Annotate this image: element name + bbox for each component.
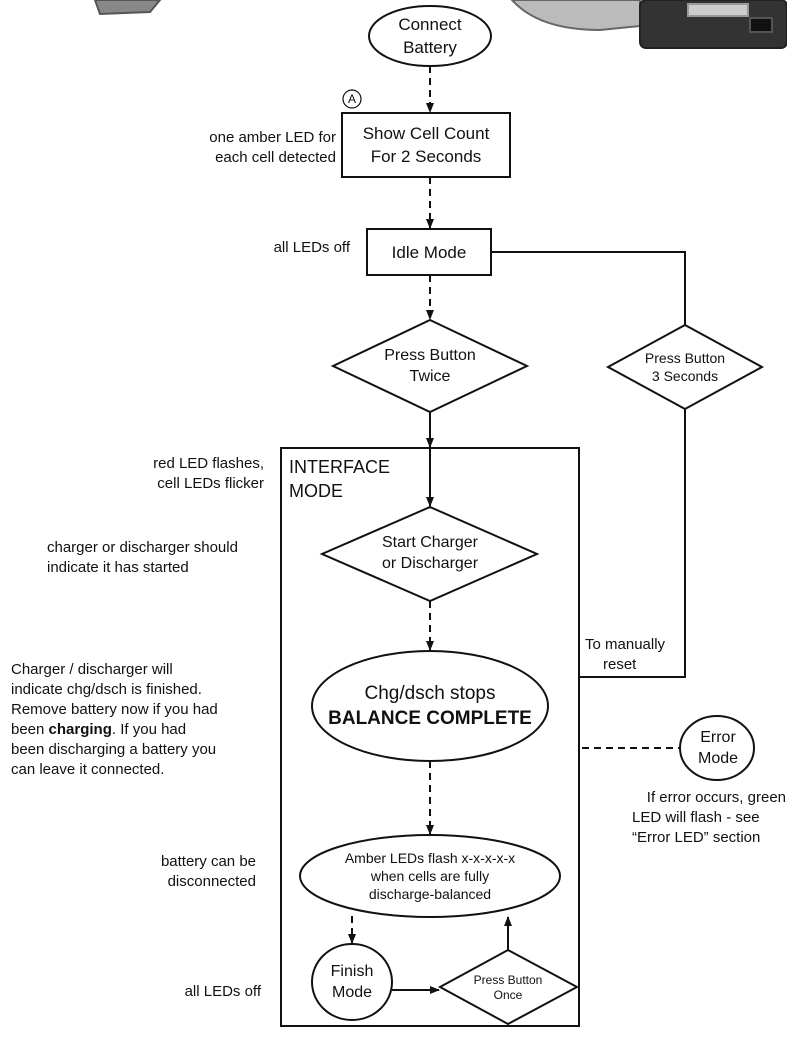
interface-mode-line-2: MODE bbox=[289, 481, 343, 501]
amber-flash-text: Amber LEDs flash x-x-x-x-x when cells ar… bbox=[310, 845, 550, 907]
note-error-info: If error occurs, green LED will flash - … bbox=[618, 788, 786, 848]
3s-to-reset-line bbox=[580, 409, 686, 678]
press-once-line-1: Press Button bbox=[473, 973, 543, 987]
note-amber-led: one amber LED for each cell detected bbox=[150, 128, 336, 168]
note-finished: Charger / discharger will indicate chg/d… bbox=[11, 660, 281, 780]
note-charger-started: charger or discharger should indicate it… bbox=[47, 538, 287, 578]
note-finished-line-2: indicate chg/dsch is finished. bbox=[11, 681, 202, 698]
show-cell-line-2: For 2 Seconds bbox=[370, 147, 482, 166]
idle-to-3s-line bbox=[491, 251, 686, 325]
amber-flash-line-2: when cells are fully bbox=[370, 868, 490, 884]
error-mode-text: Error Mode bbox=[682, 726, 754, 770]
marker-a-label: A bbox=[347, 91, 356, 106]
note-finished-line-4-pre: been bbox=[11, 721, 49, 738]
error-mode-line-2: Mode bbox=[697, 750, 739, 767]
finish-mode-line-2: Mode bbox=[331, 984, 373, 1001]
press-3s-text: Press Button 3 Seconds bbox=[620, 345, 750, 389]
note-started-line-1: charger or discharger should bbox=[47, 539, 238, 556]
note-error-line-3: “Error LED” section bbox=[632, 829, 761, 846]
press-twice-text: Press Button Twice bbox=[350, 336, 510, 396]
press-once-node bbox=[437, 948, 580, 1026]
press-twice-line-1: Press Button bbox=[384, 347, 476, 364]
press-3s-line-2: 3 Seconds bbox=[651, 368, 719, 384]
chg-stops-label: Chg/dsch stops bbox=[364, 683, 496, 704]
note-finished-line-1: Charger / discharger will bbox=[11, 661, 173, 678]
note-error-line-1: If error occurs, green bbox=[646, 789, 786, 806]
balance-complete-label: BALANCE COMPLETE bbox=[328, 708, 532, 729]
connect-line-2: Battery bbox=[403, 38, 457, 57]
note-red-line-2: cell LEDs flicker bbox=[157, 475, 264, 492]
amber-flash-line-3: discharge-balanced bbox=[368, 886, 492, 902]
idle-mode-text: Idle Mode bbox=[391, 242, 467, 262]
interface-mode-frame bbox=[280, 447, 580, 1027]
interface-mode-title: INTERFACE MODE bbox=[289, 455, 390, 503]
note-all-off-1: all LEDs off bbox=[273, 239, 350, 256]
press-twice-line-2: Twice bbox=[409, 368, 451, 385]
note-can-disconnect: battery can be disconnected bbox=[120, 852, 256, 892]
note-all-off-2: all LEDs off bbox=[184, 983, 261, 1000]
show-cell-count-node bbox=[341, 112, 511, 178]
note-finished-line-6: can leave it connected. bbox=[11, 761, 165, 778]
connect-battery-text: Connect Battery bbox=[370, 6, 490, 66]
note-amber-line-1: one amber LED for bbox=[209, 129, 336, 146]
error-mode-line-1: Error bbox=[700, 729, 736, 746]
device-image-left bbox=[93, 0, 162, 16]
note-finished-line-4: been charging. If you had bbox=[11, 720, 281, 740]
show-cell-line-1: Show Cell Count bbox=[362, 124, 490, 143]
note-error-line-2: LED will flash - see bbox=[632, 809, 760, 826]
start-charger-line-1: Start Charger bbox=[381, 534, 479, 551]
note-finished-line-5: been discharging a battery you bbox=[11, 741, 217, 758]
press-once-text: Press Button Once bbox=[460, 972, 556, 1004]
finish-mode-line-1: Finish bbox=[330, 963, 374, 980]
note-disconnect-line-1: battery can be bbox=[160, 853, 256, 870]
note-disconnect-line-2: disconnected bbox=[167, 873, 256, 890]
press-once-line-2: Once bbox=[493, 988, 523, 1002]
start-charger-line-2: or Discharger bbox=[381, 555, 479, 572]
interface-mode-line-1: INTERFACE bbox=[289, 457, 391, 477]
finish-mode-text: Finish Mode bbox=[314, 958, 390, 1006]
note-manual-reset: To manually reset bbox=[585, 635, 685, 675]
device-image-right bbox=[510, 0, 787, 49]
start-charger-text: Start Charger or Discharger bbox=[340, 528, 520, 578]
press-3s-line-1: Press Button bbox=[644, 350, 726, 366]
show-cell-count-text: Show Cell Count For 2 Seconds bbox=[342, 113, 510, 177]
finish-mode-node bbox=[311, 943, 393, 1021]
note-started-line-2: indicate it has started bbox=[47, 559, 189, 576]
amber-flash-node bbox=[299, 834, 561, 918]
connect-line-1: Connect bbox=[398, 15, 462, 34]
note-reset-line-1: To manually bbox=[585, 636, 666, 653]
note-finished-line-3: Remove battery now if you had bbox=[11, 701, 218, 718]
note-amber-line-2: each cell detected bbox=[215, 149, 336, 166]
note-reset-line-2: reset bbox=[603, 656, 637, 673]
note-finished-line-4-post: . If you had bbox=[111, 721, 187, 738]
note-red-line-1: red LED flashes, bbox=[153, 455, 264, 472]
marker-a-circle bbox=[342, 89, 362, 109]
note-finished-charging: charging bbox=[48, 721, 112, 738]
note-red-flash: red LED flashes, cell LEDs flicker bbox=[120, 454, 264, 494]
balance-complete-text: Chg/dsch stops BALANCE COMPLETE bbox=[318, 670, 542, 742]
amber-flash-line-1: Amber LEDs flash x-x-x-x-x bbox=[344, 850, 516, 866]
